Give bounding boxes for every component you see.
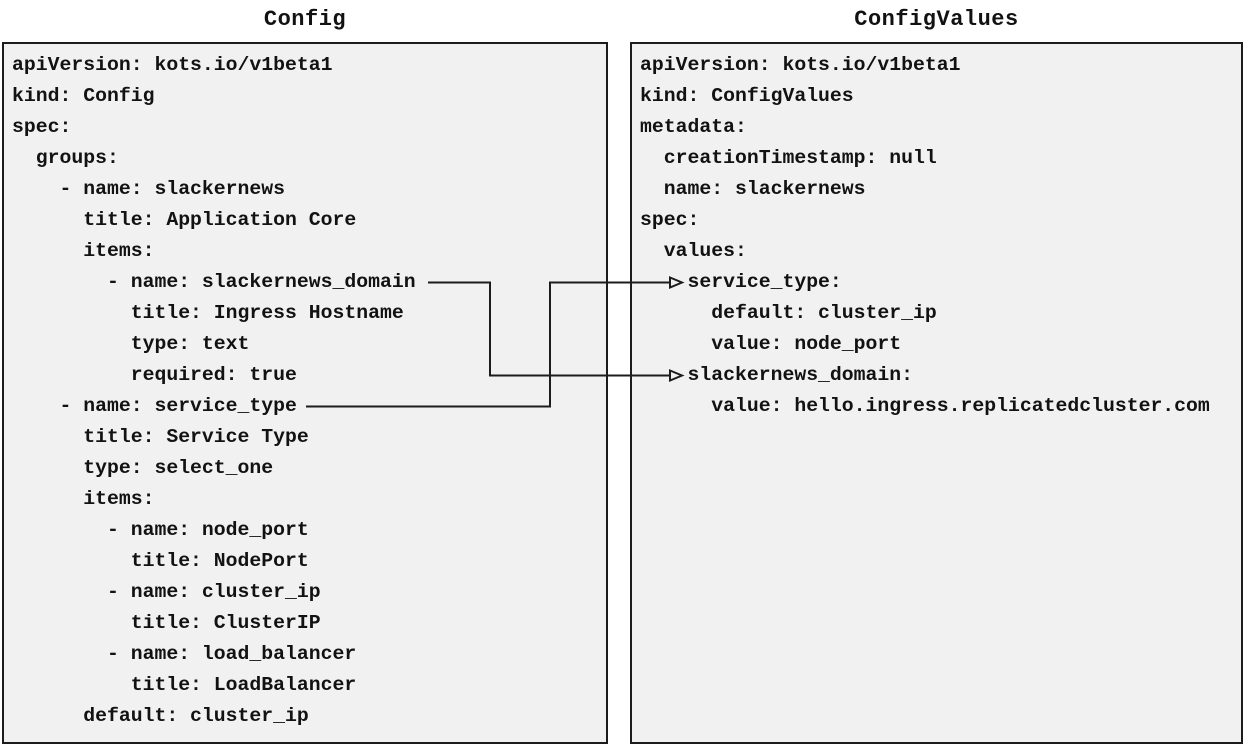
configvalues-yaml-code: apiVersion: kots.io/v1beta1 kind: Config… bbox=[640, 54, 1210, 417]
config-yaml-code: apiVersion: kots.io/v1beta1 kind: Config… bbox=[12, 54, 416, 727]
configvalues-panel-title: ConfigValues bbox=[854, 7, 1019, 32]
configvalues-yaml-panel: apiVersion: kots.io/v1beta1 kind: Config… bbox=[630, 42, 1243, 744]
config-panel-title: Config bbox=[263, 7, 347, 32]
config-yaml-panel: apiVersion: kots.io/v1beta1 kind: Config… bbox=[2, 42, 608, 744]
